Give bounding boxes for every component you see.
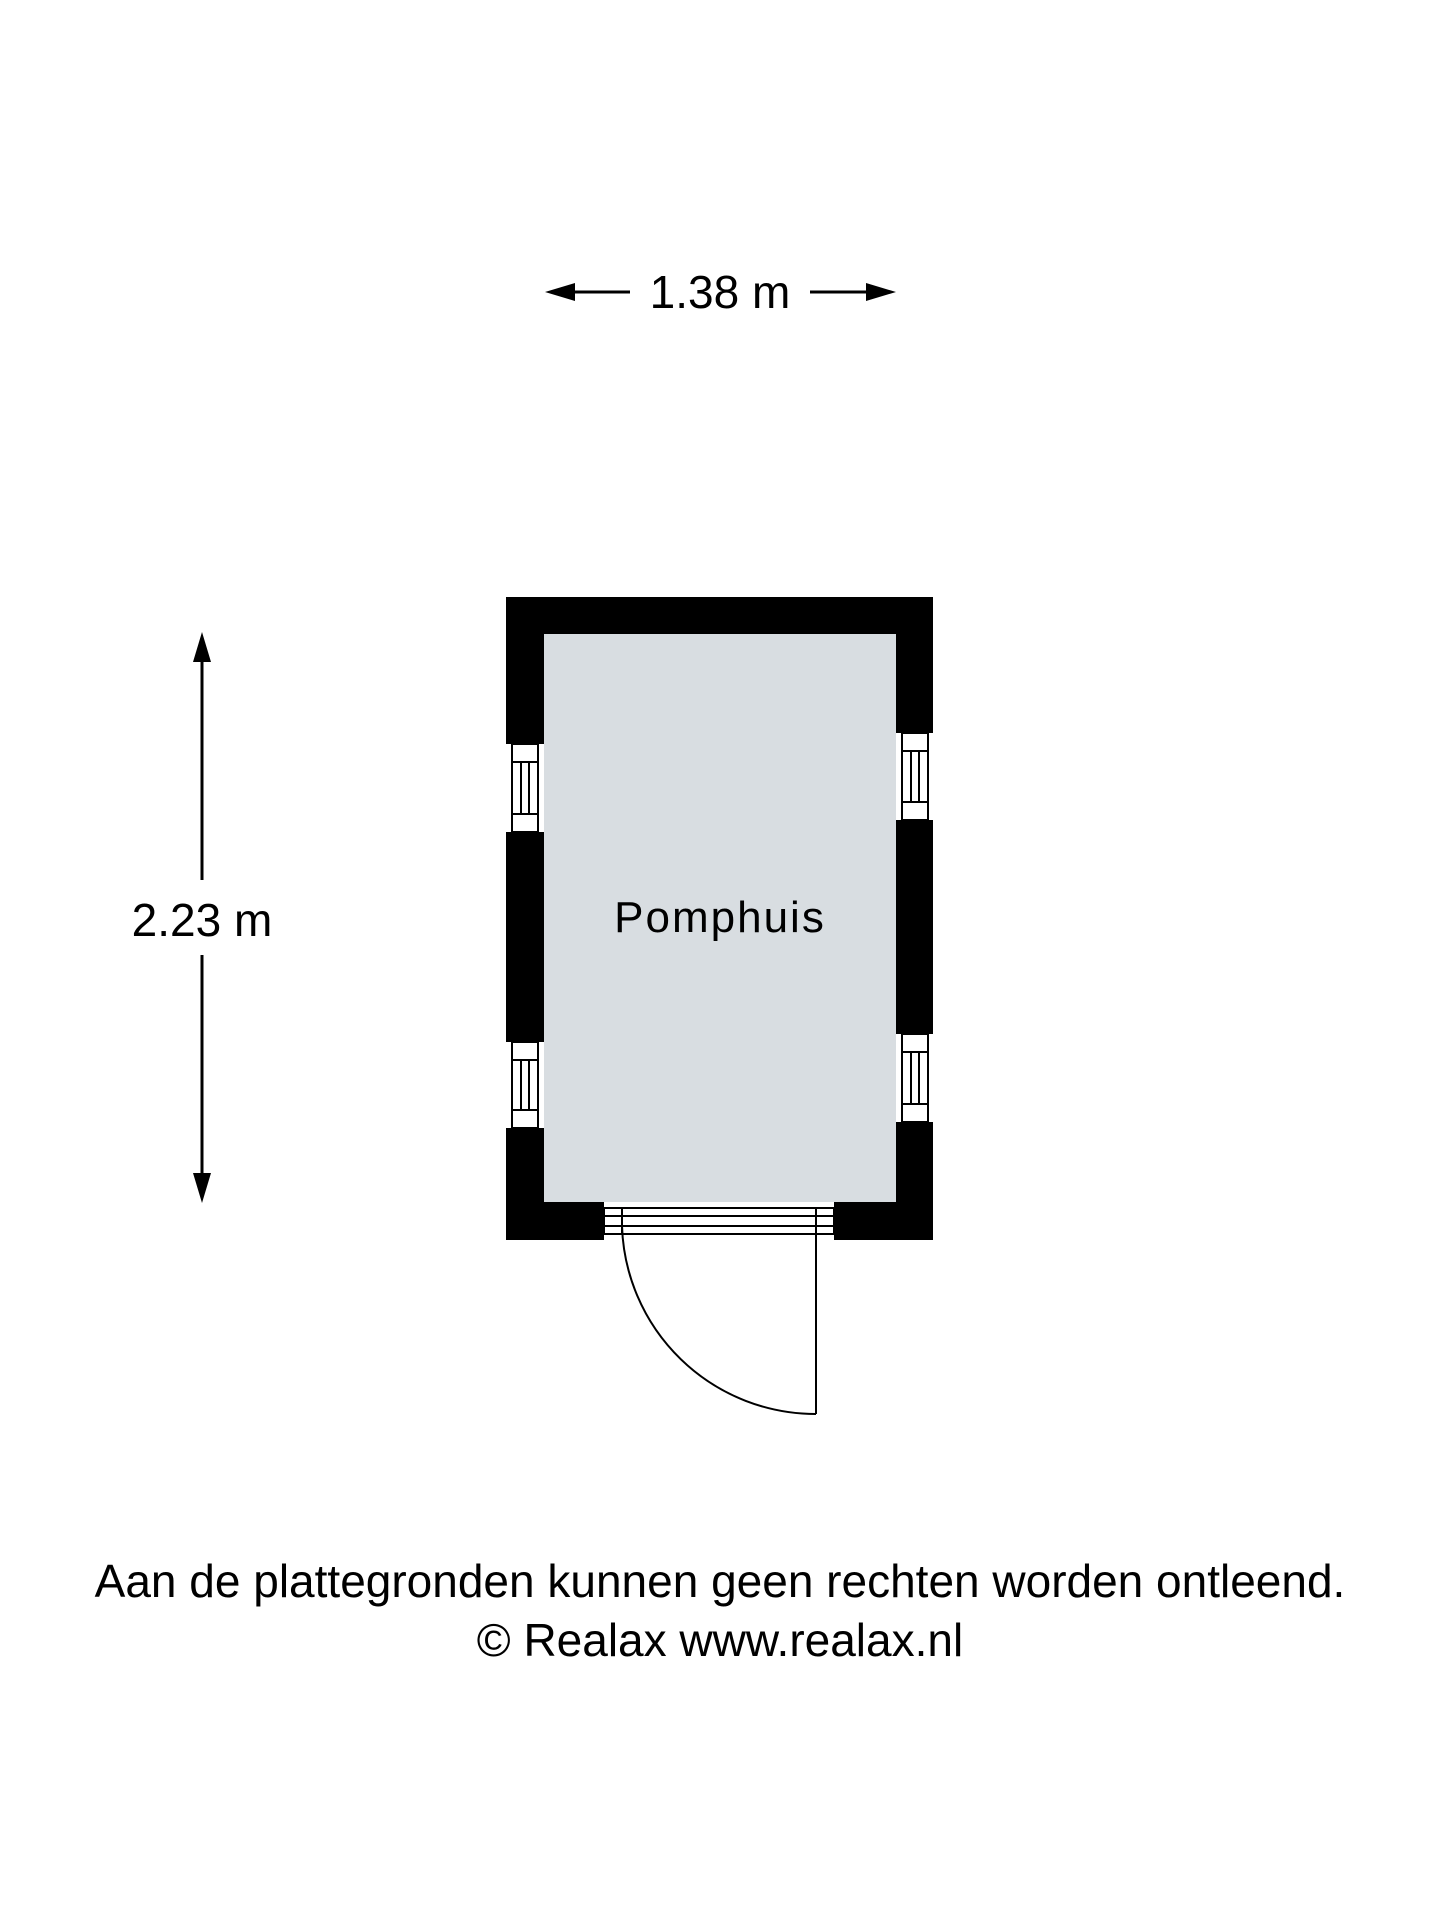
door-frame [603,1207,835,1235]
window-left-lower [511,1041,539,1129]
walls [506,597,933,1240]
height-dimension-label: 2.23 m [132,894,273,946]
door-swing-arc [621,1225,817,1415]
width-arrow-right-icon [866,283,896,301]
room-label: Pomphuis [614,893,826,942]
wall-top [506,597,933,634]
height-arrow-up-icon [193,632,211,662]
wall-bottom-right [834,1202,933,1240]
height-arrow-down-icon [193,1173,211,1203]
wall-bottom-left [506,1202,604,1240]
height-dimension: 2.23 m [132,632,273,1203]
window-right-upper [901,732,929,821]
copyright-text: © Realax www.realax.nl [476,1614,964,1666]
door [603,1207,835,1415]
wall-right-middle [896,820,933,1034]
width-arrow-left-icon [545,283,575,301]
window-right-lower [901,1033,929,1123]
wall-right-upper [896,597,933,733]
disclaimer-text: Aan de plattegronden kunnen geen rechten… [94,1555,1346,1607]
window-left-upper [511,743,539,833]
width-dimension: 1.38 m [545,266,896,318]
room-floor [544,634,896,1202]
wall-left-middle [506,832,544,1042]
width-dimension-label: 1.38 m [650,266,791,318]
wall-left-upper [506,597,544,744]
